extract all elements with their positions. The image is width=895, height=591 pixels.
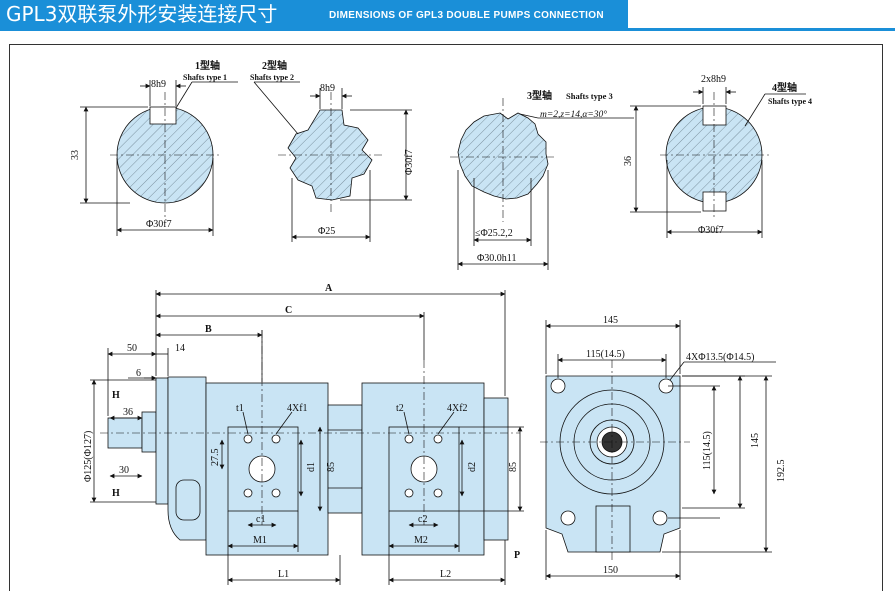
shaft4-key: 2x8h9 <box>701 74 726 85</box>
dim-w150: 150 <box>603 565 618 576</box>
shaft2-key: 8h9 <box>320 83 335 94</box>
dim-L2: L2 <box>440 569 451 580</box>
shaft2-dia-outer: Φ30f7 <box>404 149 415 175</box>
dim-C: C <box>285 305 292 316</box>
dim-h145: 145 <box>750 433 761 448</box>
header-title-cn: GPL3双联泵外形安装连接尺寸 <box>6 2 278 26</box>
shaft-type4-section <box>630 87 806 238</box>
dim-27-5: 27.5 <box>210 449 221 467</box>
dim-h115: 115(14.5) <box>702 431 713 470</box>
shaft2-dia-inner: Φ25 <box>318 226 335 237</box>
label-4Xf2: 4Xf2 <box>447 403 468 414</box>
label-t1: t1 <box>236 403 244 414</box>
dim-85-first: 85 <box>326 462 337 472</box>
dim-M2: M2 <box>414 535 428 546</box>
shaft1-label-cn: 1型轴 <box>195 59 220 72</box>
dim-14: 14 <box>175 343 185 354</box>
label-holes: 4XΦ13.5(Φ14.5) <box>686 352 755 363</box>
header-title-en: DIMENSIONS OF GPL3 DOUBLE PUMPS CONNECTI… <box>329 10 604 21</box>
dim-w145: 145 <box>603 315 618 326</box>
dim-w115: 115(14.5) <box>586 349 625 360</box>
section-header: GPL3双联泵外形安装连接尺寸 DIMENSIONS OF GPL3 DOUBL… <box>0 0 895 33</box>
shaft3-label-cn: 3型轴 <box>527 89 552 102</box>
shaft1-label-en: Shafts type 1 <box>183 73 227 82</box>
label-H-bottom: H <box>112 488 120 499</box>
dim-c1: c1 <box>256 514 265 525</box>
dim-A: A <box>325 283 333 294</box>
dim-30: 30 <box>119 465 129 476</box>
shaft1-key: 8h9 <box>151 79 166 90</box>
shaft2-label-cn: 2型轴 <box>262 59 287 72</box>
shaft2-label-en: Shafts type 2 <box>250 73 294 82</box>
dim-dia125: Φ125(Φ127) <box>83 431 94 482</box>
shaft-type1-section <box>80 80 238 236</box>
dim-h192-5: 192.5 <box>776 460 787 483</box>
dim-36: 36 <box>123 407 133 418</box>
shaft1-dia: Φ30f7 <box>146 219 172 230</box>
shaft4-label-en: Shafts type 4 <box>768 97 812 106</box>
dim-50: 50 <box>127 343 137 354</box>
dim-d2: d2 <box>467 462 478 472</box>
label-P: P <box>514 550 520 561</box>
label-4Xf1: 4Xf1 <box>287 403 308 414</box>
header-bar <box>0 0 628 28</box>
header-underline <box>0 28 895 31</box>
dim-85-second: 85 <box>508 462 519 472</box>
label-t2: t2 <box>396 403 404 414</box>
shaft3-spec: m=2,z=14,α=30° <box>540 109 607 120</box>
dim-d1: d1 <box>306 462 317 472</box>
dim-c2: c2 <box>418 514 427 525</box>
drawing-frame <box>9 44 883 591</box>
shaft4-label-cn: 4型轴 <box>772 81 797 94</box>
pump-front-view <box>540 320 776 580</box>
shaft1-height: 33 <box>70 150 81 160</box>
shaft3-dia-inner: ≤Φ25.2,2 <box>475 228 513 239</box>
dim-6: 6 <box>136 368 141 379</box>
shaft-type3-section <box>450 98 634 270</box>
drawing-labels: 1型轴 Shafts type 1 8h9 33 Φ30f7 2型轴 Shaft… <box>70 59 812 580</box>
shaft4-height: 36 <box>623 156 634 166</box>
shaft-type2-section <box>253 81 412 242</box>
dim-L1: L1 <box>278 569 289 580</box>
shaft4-dia: Φ30f7 <box>698 225 724 236</box>
shaft3-dia-outer: Φ30.0h11 <box>477 253 516 264</box>
pump-side-view <box>90 290 524 585</box>
dim-M1: M1 <box>253 535 267 546</box>
dim-B: B <box>205 324 212 335</box>
shaft3-label-en: Shafts type 3 <box>566 91 613 101</box>
label-H-top: H <box>112 390 120 401</box>
